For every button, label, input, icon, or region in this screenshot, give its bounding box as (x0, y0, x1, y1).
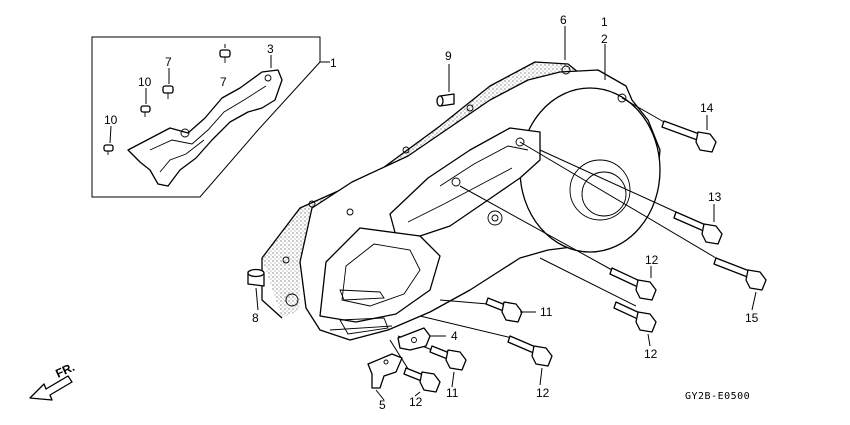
bolt-14 (661, 120, 717, 153)
dowel-pin-9 (436, 93, 455, 107)
callout-4: 4 (451, 329, 458, 343)
inset-screws (103, 49, 231, 155)
bolt-12-middle (613, 301, 657, 333)
callout-11-bottom: 11 (446, 386, 459, 400)
bolt-12-upper (609, 267, 657, 301)
assembly-lines (389, 97, 717, 373)
callout-15: 15 (745, 311, 759, 325)
callout-9: 9 (445, 49, 452, 63)
callout-5: 5 (379, 398, 386, 412)
bolt-13 (673, 211, 723, 245)
bolt-12-bracket (403, 367, 441, 393)
callout-12-upper: 12 (645, 253, 659, 267)
callout-1-main: 1 (601, 15, 608, 29)
inset-box (91, 36, 330, 198)
diagram-code: GY2B-E0500 (685, 391, 750, 402)
front-direction-label: FR. (53, 360, 76, 381)
callout-13: 13 (708, 190, 722, 204)
callout-8: 8 (252, 311, 259, 325)
callout-12-left: 12 (409, 395, 423, 409)
bolt-15 (713, 257, 767, 291)
bolt-11-bracket (429, 345, 467, 371)
callout-1-inset: 1 (330, 56, 337, 70)
cover-plate-part (127, 69, 283, 187)
callout-labels: 1 1 2 3 4 5 6 7 7 8 9 10 10 11 11 12 12 … (104, 13, 759, 412)
callout-7-right: 7 (220, 75, 227, 89)
callout-11-right: 11 (540, 305, 553, 319)
bolt-11-short (485, 297, 523, 323)
main-leaders (255, 26, 757, 401)
callout-3: 3 (267, 42, 274, 56)
callout-12-bottom: 12 (536, 386, 550, 400)
bracket-4 (397, 327, 431, 351)
collar-8 (247, 268, 265, 287)
bolt-12-bottom (507, 335, 553, 367)
callout-12-middle: 12 (644, 347, 658, 361)
front-direction-arrow-icon (29, 375, 73, 401)
callout-2: 2 (601, 32, 608, 46)
crankcase-cover (261, 61, 661, 341)
callout-7-left: 7 (165, 55, 172, 69)
callout-6: 6 (560, 13, 567, 27)
callout-14: 14 (700, 101, 714, 115)
callout-10-upper: 10 (138, 75, 152, 89)
inset-leaders (109, 44, 272, 144)
callout-10-lower: 10 (104, 113, 118, 127)
bracket-5 (367, 353, 403, 389)
